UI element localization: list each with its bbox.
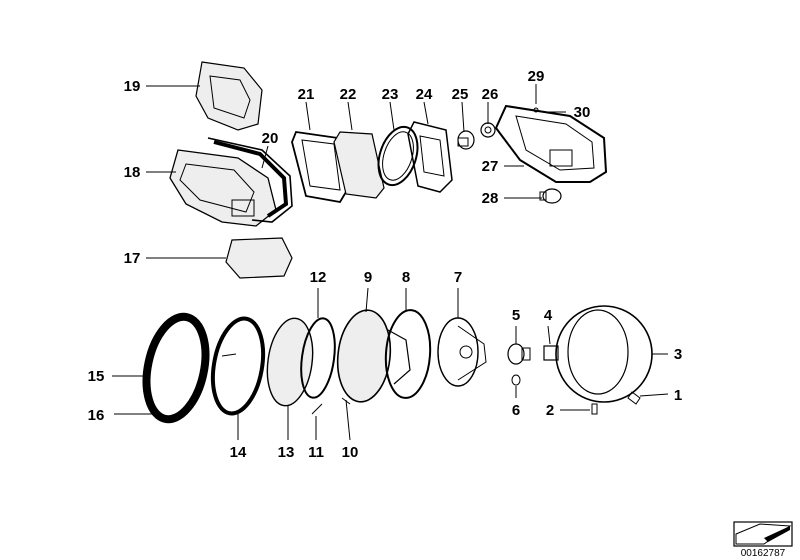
part-3-headlamp-shell-drawing: [555, 305, 653, 403]
callout-16: 16: [88, 407, 105, 424]
part-19-lens-drawing: [195, 61, 263, 131]
callout-12: 12: [310, 269, 327, 286]
callout-22: 22: [340, 86, 357, 103]
callout-5: 5: [512, 307, 520, 324]
part-12-gasket-drawing: [300, 317, 336, 399]
part-23-gasket-drawing: [377, 125, 419, 187]
callout-21: 21: [298, 86, 315, 103]
callout-4: 4: [544, 307, 553, 324]
callout-9: 9: [364, 269, 372, 286]
callout-20: 20: [262, 130, 279, 147]
callout-3: 3: [674, 346, 682, 363]
callout-27: 27: [482, 158, 499, 175]
part-5-bulb-drawing: [507, 343, 531, 365]
part-17-marker-lens-drawing: [225, 237, 293, 279]
callout-10: 10: [342, 444, 359, 461]
callout-24: 24: [416, 86, 433, 103]
part-14-ring-drawing: [210, 316, 266, 416]
part-8-ring-drawing: [384, 309, 432, 399]
part-18-housing-drawing: [169, 149, 277, 227]
callout-28: 28: [482, 190, 499, 207]
part-26-socket-drawing: [480, 122, 496, 138]
callout-7: 7: [454, 269, 462, 286]
callout-25: 25: [452, 86, 469, 103]
part-25-bulb-drawing: [457, 130, 475, 150]
part-20-gasket-drawing: [207, 137, 293, 223]
callout-11: 11: [308, 444, 324, 461]
callout-labels: 1 2 3 4 5 6 7 8 9 10 11 12 13 14 15 16 1…: [88, 68, 683, 461]
part-9-sealed-beam-drawing: [336, 309, 411, 403]
callout-8: 8: [402, 269, 410, 286]
part-28-bulb-drawing: [539, 188, 562, 204]
document-number: 00162787: [741, 548, 786, 559]
callout-6: 6: [512, 402, 520, 419]
callout-14: 14: [230, 444, 247, 461]
part-13-lens-drawing: [266, 317, 314, 407]
part-4-socket-drawing: [543, 345, 559, 361]
part-6-bulb-drawing: [511, 374, 521, 386]
part-27-lamp-frame-drawing: [494, 104, 608, 183]
part-7-reflector-drawing: [437, 317, 487, 387]
callout-19: 19: [124, 78, 141, 95]
part-15-trim-ring-drawing: [142, 312, 210, 424]
part-22-lens-drawing: [333, 131, 385, 199]
callout-30: 30: [574, 104, 591, 121]
callout-29: 29: [528, 68, 545, 85]
callout-18: 18: [124, 164, 141, 181]
callout-2: 2: [546, 402, 554, 419]
diagram-logo-icon: [733, 521, 793, 547]
part-24-housing-drawing: [407, 121, 453, 193]
callout-15: 15: [88, 368, 105, 385]
callout-17: 17: [124, 250, 141, 267]
callout-1: 1: [674, 387, 682, 404]
callout-13: 13: [278, 444, 295, 461]
callout-23: 23: [382, 86, 399, 103]
leader-lines: [112, 84, 669, 441]
callout-26: 26: [482, 86, 499, 103]
